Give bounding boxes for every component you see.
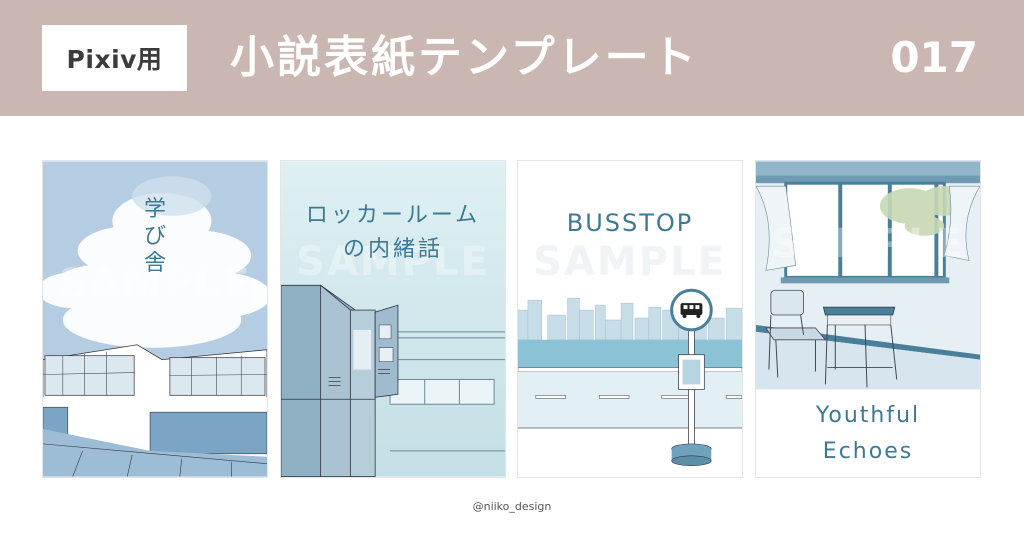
sample-watermark: SAMPLE <box>58 261 252 307</box>
school-illustration <box>43 161 267 477</box>
designer-credit: @niiko_design <box>472 500 552 513</box>
cover-title: ロッカールーム の内緒話 <box>305 203 481 262</box>
sample-watermark: SAMPLE <box>533 239 727 285</box>
header-banner: Pixiv用 小説表紙テンプレート 017 <box>0 0 1024 116</box>
sample-watermark: SAMPLE <box>296 239 490 285</box>
badge-label: Pixiv用 <box>66 45 163 74</box>
platform-badge: Pixiv用 <box>42 25 187 91</box>
classroom-illustration <box>756 161 980 477</box>
page-title: 小説表紙テンプレート <box>230 32 699 83</box>
cover-card-4[interactable]: SAMPLE Youthful Echoes <box>755 160 981 478</box>
sample-watermark: SAMPLE <box>771 221 965 267</box>
busstop-illustration <box>518 161 742 477</box>
cover-title: 学 び 舎 <box>143 197 166 276</box>
cover-card-1[interactable]: SAMPLE 学 び 舎 <box>42 160 268 478</box>
template-number: 017 <box>890 33 978 82</box>
cover-title: Youthful Echoes <box>815 403 921 464</box>
cover-card-2[interactable]: SAMPLE ロッカールーム の内緒話 <box>280 160 506 478</box>
cover-card-3[interactable]: SAMPLE BUSSTOP <box>517 160 743 478</box>
cover-title: BUSSTOP <box>566 209 694 237</box>
locker-illustration <box>281 161 505 477</box>
